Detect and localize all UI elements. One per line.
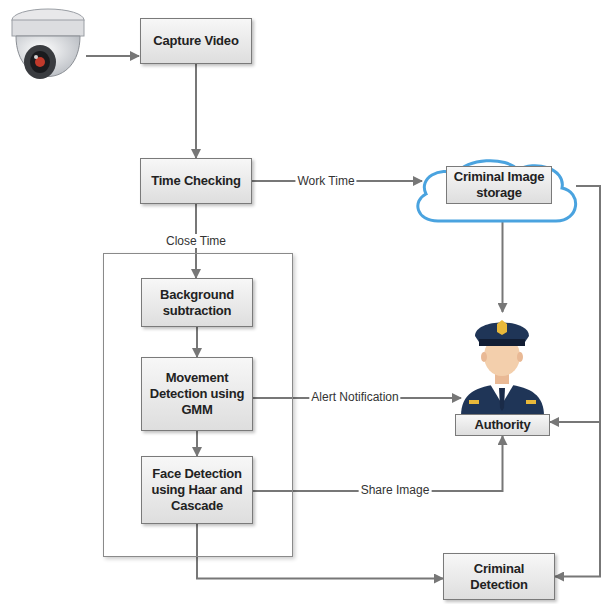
- connector: [197, 524, 443, 579]
- camera-feed-line: [86, 55, 139, 57]
- node-text: Authority: [475, 417, 531, 433]
- node-text: Criminal Detection: [448, 561, 550, 593]
- node-text: Background subtraction: [146, 287, 248, 319]
- connector: [195, 64, 197, 158]
- decision-box: Time Checking: [140, 158, 252, 204]
- storage-label-box: Criminal Image storage: [446, 166, 552, 204]
- node-text: Capture Video: [153, 33, 238, 49]
- node-text: Time Checking: [151, 173, 241, 189]
- process-box: Movement Detection using GMM: [141, 357, 253, 431]
- cloud-storage: Criminal Image storage: [410, 156, 582, 224]
- group-frame: Background subtractionMovement Detection…: [103, 253, 293, 557]
- process-box: Face Detection using Haar and Cascade: [141, 456, 253, 524]
- connector: [196, 431, 198, 456]
- process-box: Background subtraction: [141, 278, 253, 327]
- node-text: Movement Detection using GMM: [146, 370, 248, 418]
- node-text: Criminal Image storage: [451, 169, 547, 201]
- camera-icon: [12, 9, 84, 79]
- authority-label-box: Authority: [455, 414, 550, 436]
- process-box: Criminal Detection: [443, 553, 555, 600]
- process-box: Capture Video: [140, 18, 252, 64]
- connector: [196, 327, 198, 357]
- officer-icon: [455, 312, 550, 416]
- edge-label: Alert Notification: [309, 390, 400, 404]
- edge-label: Work Time: [295, 174, 356, 188]
- edge-label: Share Image: [359, 483, 432, 497]
- connector: [502, 220, 504, 312]
- node-text: Face Detection using Haar and Cascade: [146, 466, 248, 514]
- connector: [555, 186, 600, 577]
- authority-node: Authority: [455, 312, 550, 436]
- edge-label: Close Time: [164, 234, 228, 248]
